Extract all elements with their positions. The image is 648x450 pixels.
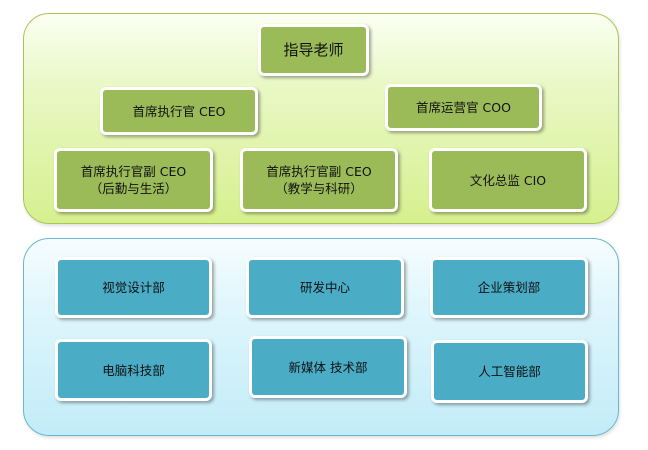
cio-box: 文化总监 CIO bbox=[429, 148, 587, 212]
planning-dept-label: 企业策划部 bbox=[477, 280, 541, 295]
ai-dept-label: 人工智能部 bbox=[478, 364, 541, 379]
vice-ceo-life-note: （后勤与生活） bbox=[89, 181, 178, 196]
cio-label: 文化总监 CIO bbox=[469, 172, 547, 188]
vice-ceo-teaching-title: 首席执行官副 CEO bbox=[266, 164, 372, 179]
ceo-box: 首席执行官 CEO bbox=[100, 87, 258, 135]
rnd-center-label: 研发中心 bbox=[299, 280, 350, 295]
ai-dept-box: 人工智能部 bbox=[431, 340, 588, 403]
vice-ceo-teaching-note: （教学与科研） bbox=[275, 181, 363, 196]
new-media-dept-box: 新媒体 技术部 bbox=[249, 336, 407, 398]
coo-label: 首席运营官 COO bbox=[416, 100, 511, 115]
computer-tech-dept-box: 电脑科技部 bbox=[55, 339, 212, 401]
vice-ceo-teaching-box: 首席执行官副 CEO （教学与科研） bbox=[240, 148, 398, 212]
advisor-label: 指导老师 bbox=[283, 40, 344, 59]
planning-dept-box: 企业策划部 bbox=[430, 257, 588, 318]
visual-design-dept-label: 视觉设计部 bbox=[102, 280, 165, 295]
ceo-label: 首席执行官 CEO bbox=[132, 103, 226, 119]
vice-ceo-life-title: 首席执行官副 CEO bbox=[80, 164, 187, 179]
vice-ceo-life-box: 首席执行官副 CEO （后勤与生活） bbox=[54, 148, 213, 212]
rnd-center-box: 研发中心 bbox=[246, 257, 404, 318]
new-media-dept-label: 新媒体 技术部 bbox=[288, 359, 368, 375]
computer-tech-dept-label: 电脑科技部 bbox=[102, 362, 165, 378]
advisor-box: 指导老师 bbox=[258, 24, 369, 76]
visual-design-dept-box: 视觉设计部 bbox=[55, 257, 212, 318]
coo-box: 首席运营官 COO bbox=[385, 84, 542, 131]
